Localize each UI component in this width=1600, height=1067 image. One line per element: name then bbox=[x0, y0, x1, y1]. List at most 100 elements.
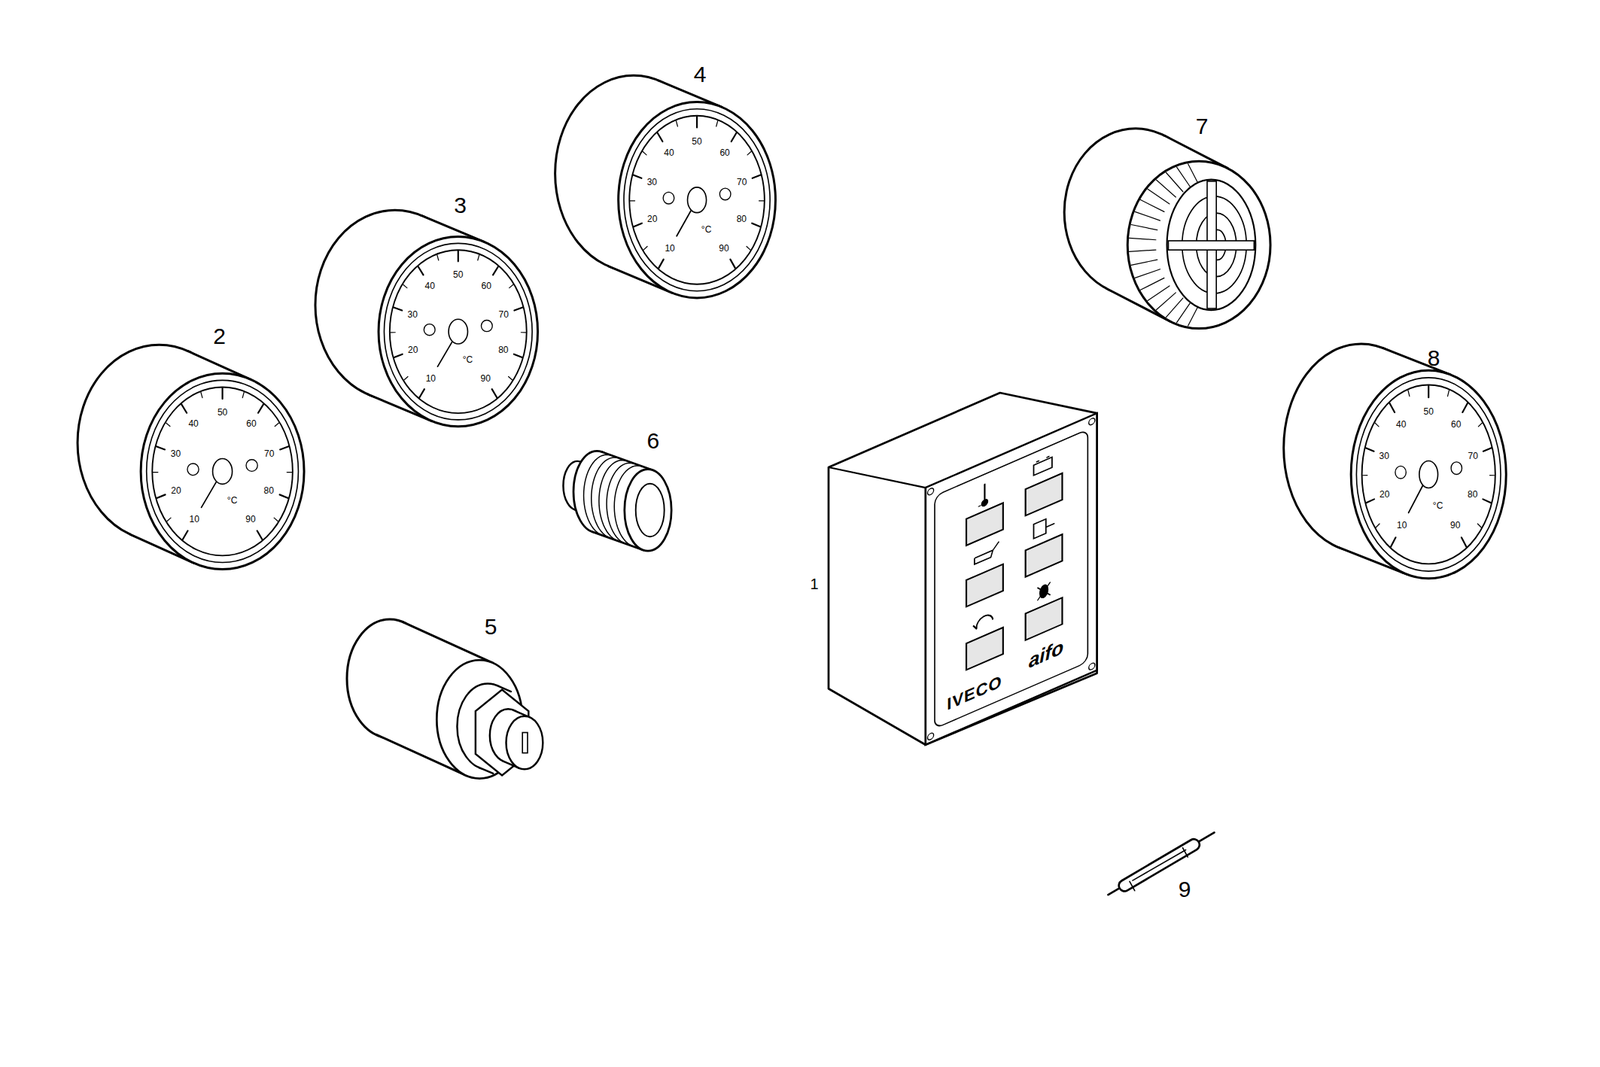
grille-rib bbox=[1165, 172, 1183, 192]
warning-lamp bbox=[663, 191, 675, 204]
scale-number: 50 bbox=[453, 270, 463, 280]
battery-terminal bbox=[1037, 461, 1040, 463]
minor-tick bbox=[477, 255, 480, 261]
rib-line bbox=[599, 459, 628, 541]
scale-number: 80 bbox=[736, 214, 747, 224]
minor-tick bbox=[1362, 474, 1368, 476]
grille-face bbox=[1167, 179, 1257, 311]
gauge-3 bbox=[315, 209, 539, 426]
drawing-group bbox=[77, 75, 1506, 895]
scale-number: 70 bbox=[1467, 451, 1478, 461]
major-tick bbox=[514, 354, 523, 358]
major-tick bbox=[279, 494, 289, 499]
minor-tick bbox=[1374, 422, 1379, 427]
rib-line bbox=[584, 454, 613, 536]
minor-tick bbox=[746, 246, 751, 250]
gauge-8 bbox=[1283, 343, 1507, 579]
minor-tick bbox=[1447, 390, 1450, 397]
warning-panel-1 bbox=[828, 392, 1098, 746]
grille-rib bbox=[1155, 179, 1176, 198]
fuse-wire bbox=[1107, 832, 1214, 895]
minor-tick bbox=[508, 376, 513, 381]
thermometer-bulb bbox=[981, 498, 988, 508]
scale-number: 60 bbox=[719, 148, 730, 158]
scale-number: 30 bbox=[1379, 451, 1390, 461]
scale-number: 10 bbox=[425, 374, 436, 384]
fuse-cap-line bbox=[1182, 848, 1188, 858]
indicator-window bbox=[966, 564, 1004, 607]
major-tick bbox=[1462, 403, 1468, 413]
warning-lamp bbox=[719, 188, 731, 201]
callout-number: 1 bbox=[809, 576, 819, 592]
minor-tick bbox=[167, 517, 171, 522]
scale-number: 20 bbox=[407, 345, 418, 355]
minor-tick bbox=[437, 255, 439, 261]
plate-rivet bbox=[927, 732, 934, 742]
major-tick bbox=[1365, 447, 1375, 452]
major-tick bbox=[418, 266, 424, 275]
grille-rib bbox=[1147, 285, 1170, 302]
minor-tick bbox=[1408, 390, 1410, 397]
indicator-window bbox=[1025, 473, 1063, 516]
minor-tick bbox=[274, 422, 279, 427]
major-tick bbox=[514, 307, 523, 311]
rib-line bbox=[591, 457, 621, 539]
scale-number: 70 bbox=[264, 449, 274, 459]
major-tick bbox=[221, 388, 223, 399]
grille-cross bbox=[1168, 240, 1254, 250]
scale-number: 90 bbox=[718, 243, 729, 253]
grille-rib bbox=[1155, 292, 1176, 311]
indicator-window bbox=[966, 502, 1004, 545]
plate-rivet bbox=[1088, 662, 1096, 672]
major-tick bbox=[257, 530, 263, 540]
warning-lamp bbox=[1395, 465, 1406, 479]
gauge-bezel bbox=[378, 237, 539, 427]
warning-lamp bbox=[246, 459, 258, 472]
grille-rib bbox=[1165, 298, 1183, 318]
grille-rib bbox=[1177, 167, 1192, 188]
gauge-dial bbox=[152, 386, 293, 556]
unit-label: °C bbox=[227, 495, 238, 505]
minor-tick bbox=[1477, 523, 1482, 528]
fuel-icon bbox=[1046, 523, 1055, 528]
minor-tick bbox=[747, 151, 752, 156]
gauge-dial bbox=[1362, 385, 1496, 565]
major-tick bbox=[657, 133, 664, 143]
panel-housing bbox=[828, 392, 1098, 746]
unit-label: °C bbox=[701, 225, 712, 235]
major-tick bbox=[658, 259, 664, 269]
fuse-9 bbox=[1107, 832, 1214, 895]
minor-tick bbox=[509, 284, 514, 288]
thermometer-icon bbox=[983, 484, 986, 502]
major-tick bbox=[696, 116, 698, 128]
indicator-window bbox=[966, 627, 1004, 670]
minor-tick bbox=[242, 392, 244, 398]
needle-hub bbox=[212, 458, 233, 484]
scale-number: 80 bbox=[1467, 489, 1478, 499]
major-tick bbox=[731, 133, 737, 143]
grille-rib bbox=[1134, 211, 1160, 221]
minor-tick bbox=[629, 200, 635, 201]
callout-number: 6 bbox=[646, 429, 660, 453]
grille-rib bbox=[1140, 200, 1164, 213]
grille-rib bbox=[1177, 301, 1192, 323]
grille-rib bbox=[1147, 188, 1170, 204]
major-tick bbox=[492, 266, 499, 275]
gauge-bezel bbox=[1350, 370, 1506, 579]
major-tick bbox=[156, 494, 165, 499]
unit-label: °C bbox=[1432, 501, 1443, 511]
grille-rib bbox=[1128, 249, 1156, 252]
scale-number: 50 bbox=[691, 136, 702, 147]
scale-number: 40 bbox=[663, 148, 674, 158]
battery-icon bbox=[1033, 457, 1052, 476]
oil-can-icon bbox=[974, 541, 1000, 565]
unit-label: °C bbox=[462, 355, 473, 365]
minor-tick bbox=[1490, 474, 1495, 476]
scale-number: 20 bbox=[1379, 489, 1390, 499]
housing-edge bbox=[828, 467, 926, 488]
sender-tip-face bbox=[506, 716, 544, 770]
major-tick bbox=[1390, 537, 1397, 547]
fuse-cap-line bbox=[1129, 881, 1135, 891]
cylinder-edge bbox=[478, 767, 493, 774]
major-tick bbox=[632, 174, 642, 178]
